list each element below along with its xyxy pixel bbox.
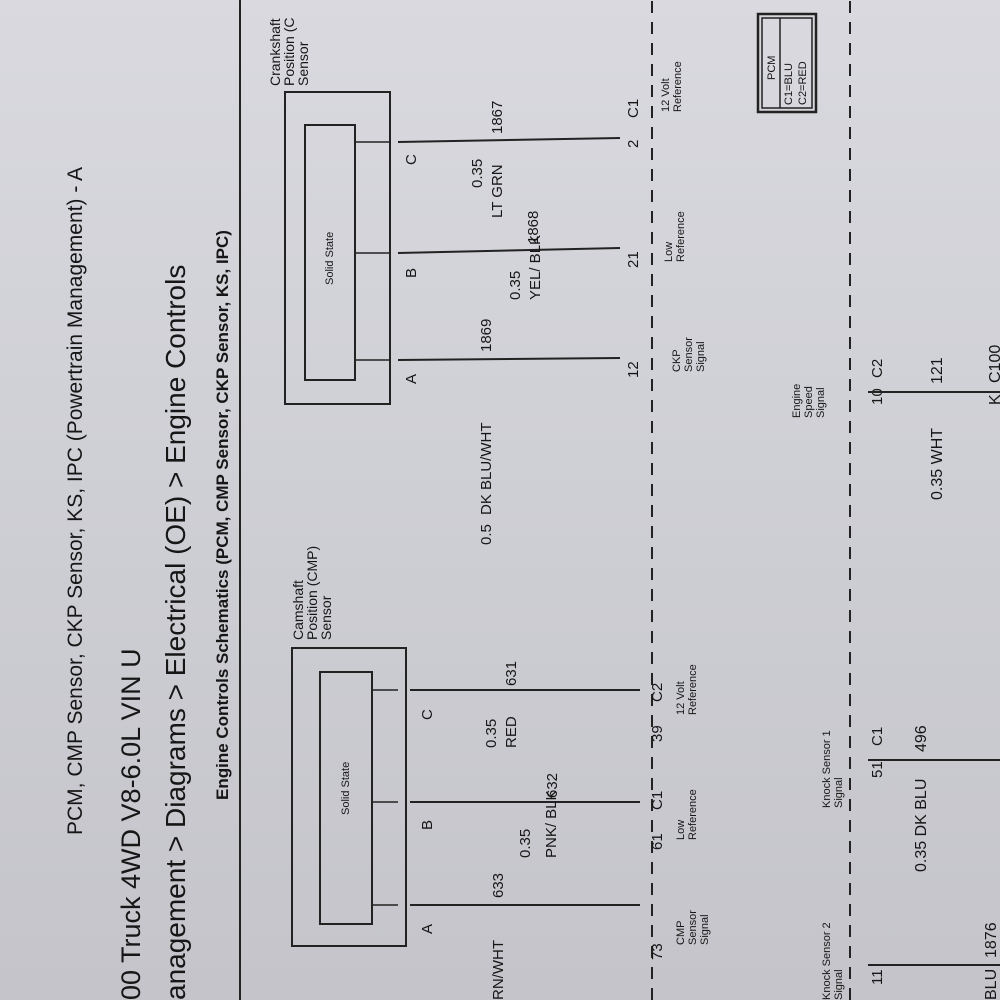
ckp-wire-1869-gauge: 0.5 <box>478 524 495 545</box>
cmp-low-ref-label: LowReference <box>675 789 699 840</box>
ckp-wire-1868-color: YEL/ BLK <box>527 235 544 300</box>
cmp-wire-633-color: RN/WHT <box>490 940 507 1000</box>
ckp-pin-a: A <box>403 374 420 384</box>
engine-speed-wire-label: 0.35 WHT <box>929 428 946 500</box>
ckp-pin-b: B <box>403 268 420 278</box>
ckp-wire-1869-color: DK BLU/WHT <box>478 422 495 515</box>
ckp-12v-ref-label: 12 VoltReference <box>660 61 684 112</box>
ckp-wire-1867 <box>397 137 621 143</box>
ckp-wire-1868 <box>397 247 621 254</box>
knock1-pin: 51 <box>869 761 886 778</box>
cmp-wire-631-circuit: 631 <box>503 661 520 686</box>
ckp-sensor-name: CrankshaftPosition (CSensor <box>267 18 311 86</box>
engine-speed-circuit: EngineSpeedSignal 10 C2 0.35 WHT 121 K C… <box>791 345 1000 500</box>
ckp-wire-1868-circuit: 1868 <box>525 211 542 244</box>
cmp-wire-631-color: RED <box>503 716 520 748</box>
ckp-wire-1867-gauge: 0.35 <box>469 159 486 188</box>
cmp-signal-label: CMPSensorSignal <box>675 910 711 945</box>
header: PCM, CMP Sensor, CKP Sensor, KS, IPC (Po… <box>64 0 241 1000</box>
ckp-pcm-pin-21: 21 <box>625 251 642 268</box>
pcm-legend: PCM C1=BLU C2=RED <box>756 12 818 114</box>
cmp-pcm-connector-c1: C1 <box>649 791 666 810</box>
knock1-connector: C1 <box>869 727 886 746</box>
knock1-wire-label: 0.35 DK BLU <box>913 779 930 872</box>
ckp-pcm-pin-2: 2 <box>625 140 642 148</box>
ckp-pcm-connector-c1: C1 <box>625 99 642 118</box>
ckp-wire-1867-circuit: 1867 <box>489 101 506 134</box>
cmp-12v-ref-label: 12 VoltReference <box>675 664 699 715</box>
cmp-pcm-pin-73: 73 <box>649 943 666 960</box>
splice-connector: C100 <box>987 345 1000 383</box>
cmp-pcm-pin-61: 61 <box>649 833 666 850</box>
cmp-sensor-name: CamshaftPosition (CMP)Sensor <box>290 546 334 640</box>
knock2-pin: 11 <box>869 969 886 985</box>
cmp-pin-a: A <box>419 924 436 934</box>
cmp-wire-631-gauge: 0.35 <box>483 719 500 748</box>
cmp-sensor-box <box>291 647 407 947</box>
ckp-pcm-pin-12: 12 <box>625 361 642 378</box>
ckp-pin-c: C <box>403 154 420 165</box>
cmp-pin-c: C <box>419 709 436 720</box>
ckp-signal-label: CKPSensorSignal <box>671 337 707 372</box>
knock1-circuit-number: 496 <box>913 725 930 752</box>
cmp-pin-b: B <box>419 820 436 830</box>
breadcrumb: anagement > Diagrams > Electrical (OE) >… <box>160 265 191 1000</box>
cmp-pcm-connector-c2: C2 <box>649 683 666 702</box>
engine-speed-pin: 10 <box>869 388 886 405</box>
cmp-sensor: Solid State CamshaftPosition (CMP)Sensor… <box>290 546 711 1000</box>
engine-speed-label: EngineSpeedSignal <box>791 384 827 418</box>
knock2-circuit-number: 1876 <box>983 922 1000 958</box>
knock-sensor-2-circuit: Knock Sensor 2Signal 11 BLU 1876 <box>821 922 1000 1000</box>
pcm-legend-title: PCM <box>766 56 778 80</box>
cmp-wire-632-circuit: 632 <box>544 773 561 798</box>
engine-speed-circuit-number: 121 <box>929 357 946 384</box>
title-line2: 00 Truck 4WD V8-6.0L VIN U <box>116 648 146 1000</box>
ckp-wire-1867-color: LT GRN <box>489 164 506 218</box>
knock1-label: Knock Sensor 1Signal <box>821 730 845 808</box>
cmp-solid-state-box <box>319 671 373 925</box>
ckp-wire-1868-gauge: 0.35 <box>507 271 524 300</box>
cmp-wire-633-circuit: 633 <box>490 873 507 898</box>
cmp-wire-632-gauge: 0.35 <box>517 829 534 858</box>
ckp-wire-1869-circuit: 1869 <box>478 319 495 352</box>
ckp-sensor: Solid State CrankshaftPosition (CSensor … <box>267 18 707 545</box>
knock2-label: Knock Sensor 2Signal <box>821 922 845 1000</box>
cmp-pcm-pin-39: 39 <box>649 725 666 742</box>
ckp-solid-state-label: Solid State <box>324 232 336 285</box>
cmp-solid-state-label: Solid State <box>340 762 352 815</box>
engine-speed-connector: C2 <box>869 359 886 378</box>
pcm-legend-c2: C2=RED <box>797 61 809 105</box>
cmp-wire-632-color: PNK/ BLK <box>543 790 560 858</box>
page-subtitle: Engine Controls Schematics (PCM, CMP Sen… <box>213 230 232 800</box>
pcm-legend-c1: C1=BLU <box>783 63 795 105</box>
knock-sensor-1-circuit: Knock Sensor 1Signal 51 C1 0.35 DK BLU 4… <box>821 725 1000 872</box>
splice-pin: K <box>987 394 1000 405</box>
knock2-wire-color: BLU <box>983 969 1000 1000</box>
ckp-sensor-box <box>284 91 391 405</box>
ckp-wire-1869 <box>397 357 621 361</box>
ckp-low-ref-label: LowReference <box>663 211 687 262</box>
title-line1: PCM, CMP Sensor, CKP Sensor, KS, IPC (Po… <box>64 167 87 835</box>
